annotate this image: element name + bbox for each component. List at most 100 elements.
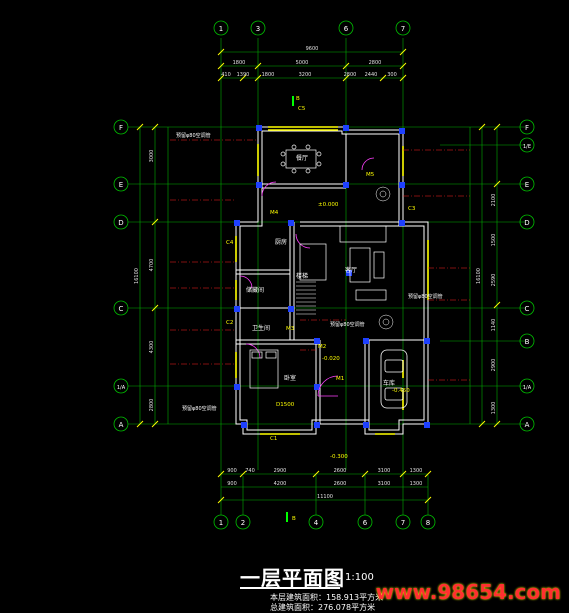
axis-grid-lines <box>128 38 525 515</box>
dim-bottom-detail-2: 2900 <box>274 468 287 474</box>
dim-bottom-detail-4: 3100 <box>378 468 391 474</box>
axis-left-C: C <box>119 305 124 313</box>
dim-bottom-row-2: 2600 <box>334 481 347 487</box>
mark-c5: C5 <box>298 106 306 112</box>
pipe-notes: 预留φ80空调管 预留φ80空调管 预留φ80空调管 预留φ80空调管 <box>176 132 443 412</box>
dim-top-detail-1: 1390 <box>237 72 250 78</box>
axis-left-E: E <box>119 181 123 189</box>
axis-right-F: F <box>525 124 529 132</box>
axis-top-1: 1 <box>219 25 223 33</box>
dim-top-detail-2: 1800 <box>262 72 275 78</box>
dim-right-row-1: 1500 <box>491 234 497 247</box>
mark-m4: M4 <box>270 210 279 216</box>
dim-top-row-2: 2800 <box>369 60 382 66</box>
room-labels: 餐厅 客厅 卧室 车库 厨房 楼梯 储藏间 卫生间 <box>246 154 395 387</box>
watermark-url: www.98654.com <box>375 580 561 604</box>
axis-left-1A: 1/A <box>117 385 126 391</box>
axis-labels: 1 3 6 7 1 2 4 6 7 8 F E D C 1/A A F 1/E … <box>117 25 532 527</box>
room-storage-label: 储藏间 <box>246 286 264 294</box>
axis-right-C: C <box>525 305 530 313</box>
axis-right-1E: 1/E <box>523 144 531 150</box>
axis-bottom-2: 2 <box>241 519 245 527</box>
pipe-note-2: 预留φ80空调管 <box>182 405 217 412</box>
axis-bottom-7: 7 <box>401 519 405 527</box>
dim-bottom-total: 11100 <box>317 494 333 500</box>
floor-area-text: 本层建筑面积：158.913平方米 <box>270 593 384 602</box>
leader-lines <box>170 139 470 381</box>
pipe-note-4: 预留φ80空调管 <box>330 321 365 328</box>
dim-top-row-0: 1800 <box>233 60 246 66</box>
drawing-scale: 1:100 <box>345 572 374 583</box>
mark-b-bottom: B <box>292 516 296 522</box>
axis-bottom-8: 8 <box>426 519 430 527</box>
living-furniture <box>299 225 387 301</box>
door-swings <box>239 157 375 397</box>
title-underline <box>240 587 340 589</box>
mark-m1: M1 <box>336 376 344 382</box>
dining-table <box>280 144 322 174</box>
dim-left-row-2: 4300 <box>149 341 155 354</box>
room-living-label: 客厅 <box>345 266 357 274</box>
drawing-title: 一层平面图 <box>240 566 345 590</box>
dim-right-row-0: 2100 <box>491 194 497 207</box>
staircase <box>296 281 316 315</box>
mark-c3: C3 <box>408 206 416 212</box>
dim-bottom-row-0: 900 <box>227 481 237 487</box>
axis-right-1A: 1/A <box>523 385 532 391</box>
dim-left-total: 16100 <box>134 268 140 284</box>
dimension-ticks <box>136 48 501 504</box>
axis-top-7: 7 <box>401 25 405 33</box>
dim-left-row-0: 3000 <box>149 150 155 163</box>
axis-right-A: A <box>525 421 530 429</box>
dim-right-row-2: 2590 <box>491 274 497 287</box>
axis-right-E: E <box>525 181 529 189</box>
axis-right-B: B <box>525 338 530 346</box>
dim-bottom-row-3: 3100 <box>378 481 391 487</box>
dim-bottom-detail-3: 2600 <box>334 468 347 474</box>
mark-labels: C5 C4 C3 C2 C1 M1 M2 M3 M4 M5 D1500 ±0.0… <box>226 96 416 522</box>
axis-top-6: 6 <box>344 25 349 33</box>
dim-left-row-1: 4700 <box>149 259 155 272</box>
room-bedroom-label: 卧室 <box>284 374 296 382</box>
plants <box>375 186 394 330</box>
axis-left-D: D <box>118 219 123 227</box>
dim-bottom-detail-1: 740 <box>245 468 255 474</box>
mark-m2: M2 <box>318 344 326 350</box>
dim-right-row-4: 2900 <box>491 359 497 372</box>
mark-level-0: ±0.000 <box>318 202 339 208</box>
axis-top-3: 3 <box>256 25 260 33</box>
structural-columns <box>234 125 430 428</box>
dimension-texts: 9600 1800 5000 2800 410 1390 1800 3200 2… <box>134 46 497 500</box>
axis-bottom-4: 4 <box>314 519 319 527</box>
axis-bottom-6: 6 <box>363 519 368 527</box>
room-garage-label: 车库 <box>383 379 395 387</box>
axis-left-F: F <box>119 124 123 132</box>
pipe-note-3: 预留φ80空调管 <box>408 293 443 300</box>
dim-top-row-1: 5000 <box>296 60 309 66</box>
mark-b-top: B <box>296 96 300 102</box>
mark-d1500: D1500 <box>276 402 295 408</box>
mark-m5: M5 <box>366 172 375 178</box>
mark-level-neg: -0.020 <box>322 356 340 362</box>
section-markers <box>286 96 294 522</box>
dim-top-detail-6: 2440 <box>365 72 378 78</box>
dim-left-row-3: 2800 <box>149 399 155 412</box>
pipe-note-1: 预留φ80空调管 <box>176 132 211 139</box>
dim-top-detail-0: 410 <box>221 72 231 78</box>
dim-top-total: 9600 <box>306 46 319 52</box>
mark-c2: C2 <box>226 320 233 326</box>
room-bath-label: 卫生间 <box>252 324 270 332</box>
room-dining-label: 餐厅 <box>296 154 308 162</box>
mark-m3: M3 <box>286 326 295 332</box>
mark-level-300: -0.300 <box>330 454 348 460</box>
room-kitchen-label: 厨房 <box>275 238 287 246</box>
mark-level-450: -0.450 <box>392 388 410 394</box>
dimension-lines <box>139 51 498 501</box>
mark-c4: C4 <box>226 240 234 246</box>
dim-right-total: 16100 <box>476 268 482 284</box>
mark-c1: C1 <box>270 436 277 442</box>
dim-right-row-3: 1140 <box>491 319 497 332</box>
dim-right-row-5: 1300 <box>491 402 497 415</box>
dim-bottom-row-4: 1300 <box>410 481 423 487</box>
